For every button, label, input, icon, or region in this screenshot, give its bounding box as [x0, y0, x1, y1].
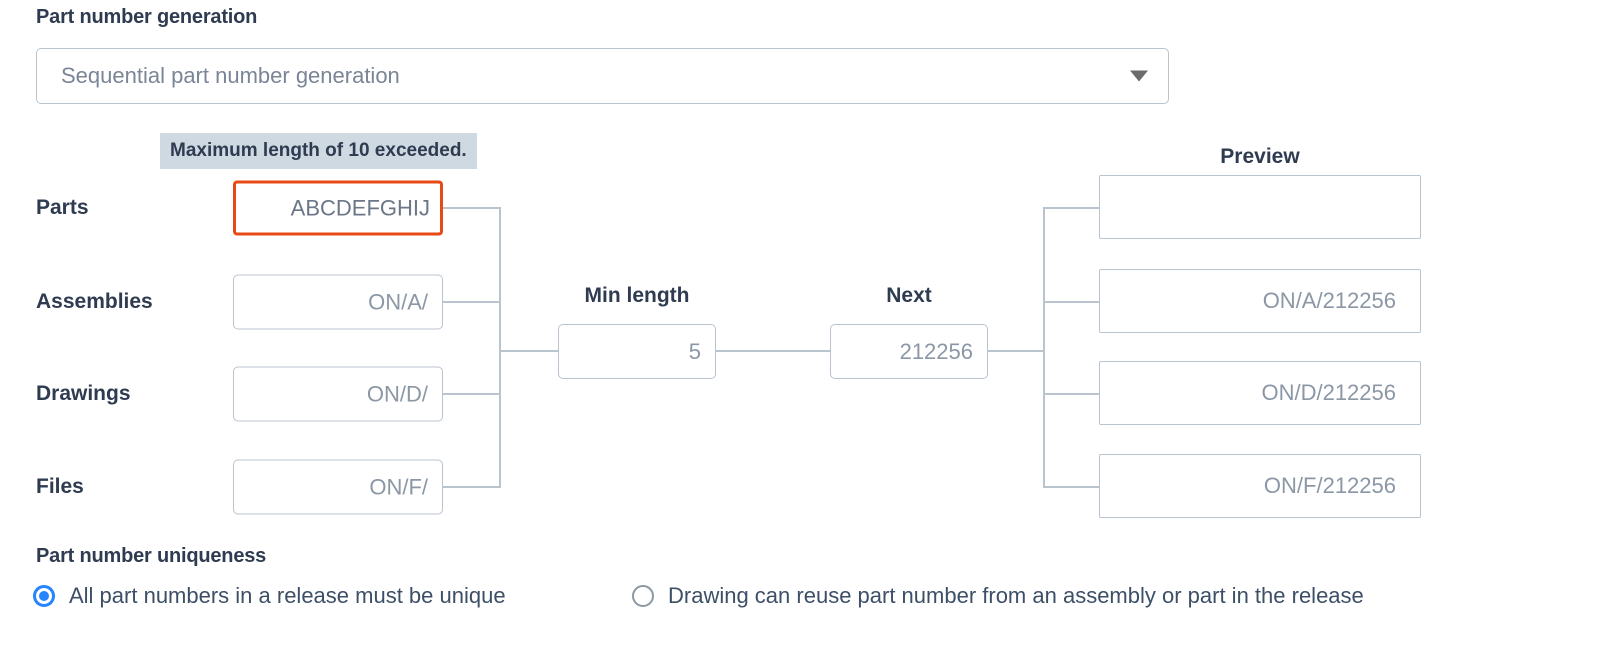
row-label-assemblies: Assemblies: [36, 290, 153, 313]
assemblies-prefix-value: ON/A/: [368, 289, 428, 314]
connector-spine-to-minlength: [499, 350, 559, 352]
generation-mode-select[interactable]: Sequential part number generation: [36, 48, 1169, 104]
part-number-generation-heading: Part number generation: [36, 6, 258, 28]
min-length-value: 5: [688, 338, 701, 364]
connector-assemblies-stub: [443, 301, 501, 303]
validation-message: Maximum length of 10 exceeded.: [160, 133, 477, 169]
preview-assemblies: ON/A/212256: [1099, 269, 1421, 333]
connector-preview-drawings-stub: [1043, 393, 1101, 395]
drawings-prefix-value: ON/D/: [366, 381, 428, 406]
connector-drawings-stub: [443, 393, 501, 395]
files-prefix-input[interactable]: ON/F/: [233, 459, 443, 515]
next-number-value: 212256: [899, 338, 973, 364]
radio-option-all-unique[interactable]: All part numbers in a release must be un…: [33, 583, 506, 609]
radio-unselected-icon[interactable]: [632, 585, 654, 607]
assemblies-prefix-input[interactable]: ON/A/: [233, 274, 443, 330]
min-length-label: Min length: [584, 284, 690, 307]
min-length-input[interactable]: 5: [558, 324, 716, 379]
preview-parts: [1099, 175, 1421, 239]
preview-assemblies-value: ON/A/212256: [1262, 288, 1396, 313]
connector-parts-stub: [443, 207, 501, 209]
radio-option-drawing-reuse-label: Drawing can reuse part number from an as…: [668, 583, 1364, 608]
row-label-files: Files: [36, 475, 84, 498]
row-label-parts: Parts: [36, 196, 89, 219]
connector-left-spine: [499, 207, 501, 488]
next-label: Next: [886, 284, 932, 307]
chevron-down-icon: [1130, 70, 1148, 82]
parts-prefix-value: ABCDEFGHIJ: [290, 195, 430, 220]
drawings-prefix-input[interactable]: ON/D/: [233, 366, 443, 422]
preview-files: ON/F/212256: [1099, 454, 1421, 518]
row-label-drawings: Drawings: [36, 382, 131, 405]
connector-minlength-to-next: [715, 350, 831, 352]
connector-preview-assemblies-stub: [1043, 301, 1101, 303]
preview-files-value: ON/F/212256: [1263, 473, 1396, 498]
preview-drawings-value: ON/D/212256: [1261, 380, 1396, 405]
parts-prefix-input[interactable]: ABCDEFGHIJ: [233, 180, 443, 236]
connector-preview-files-stub: [1043, 486, 1101, 488]
connector-preview-parts-stub: [1043, 207, 1101, 209]
radio-option-all-unique-label: All part numbers in a release must be un…: [69, 583, 506, 608]
radio-selected-icon[interactable]: [33, 585, 55, 607]
connector-next-to-spine: [987, 350, 1045, 352]
next-number-input[interactable]: 212256: [830, 324, 988, 379]
part-number-uniqueness-heading: Part number uniqueness: [36, 545, 267, 567]
connector-files-stub: [443, 486, 501, 488]
preview-drawings: ON/D/212256: [1099, 361, 1421, 425]
preview-header: Preview: [1220, 145, 1300, 168]
radio-option-drawing-reuse[interactable]: Drawing can reuse part number from an as…: [632, 583, 1364, 609]
generation-mode-value: Sequential part number generation: [61, 63, 400, 88]
files-prefix-value: ON/F/: [369, 474, 428, 499]
connector-right-spine: [1043, 207, 1045, 488]
